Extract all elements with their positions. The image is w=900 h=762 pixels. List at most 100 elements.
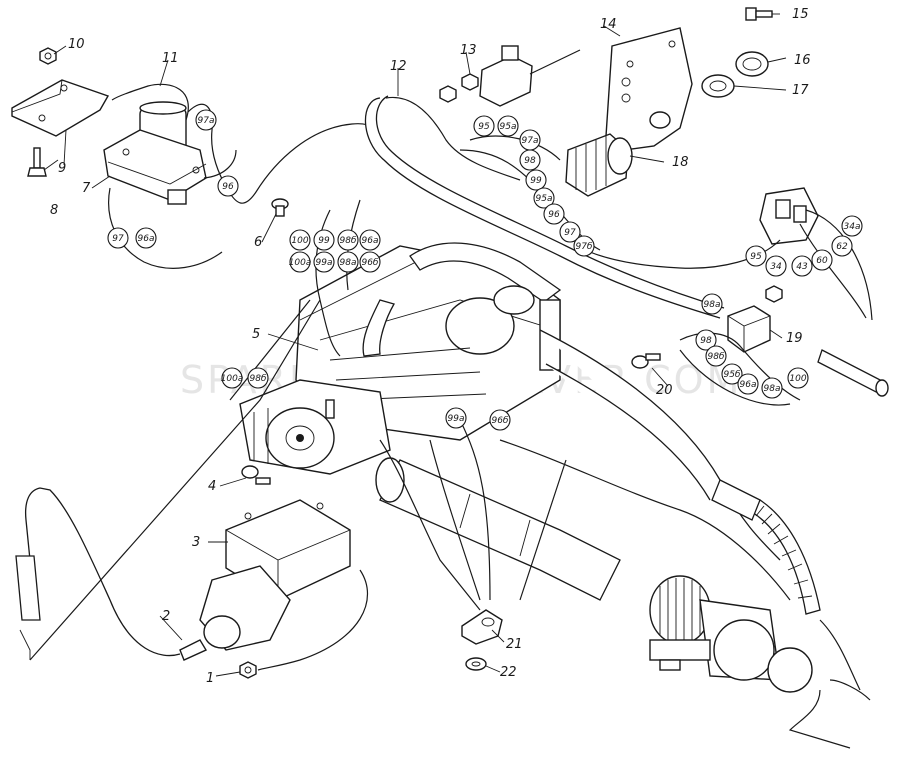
wire-marker: 96б (489, 409, 511, 431)
wire-marker: 95б (721, 363, 743, 385)
wire-marker-label: 96a (740, 380, 757, 390)
wire-lower-2 (429, 439, 481, 601)
wire-marker-circle (289, 251, 311, 273)
heater-cable (788, 689, 851, 749)
wire-marker: 98б (337, 229, 359, 251)
wire-marker: 98a (701, 293, 723, 315)
callout-1: 1 (206, 671, 214, 686)
wire-marker: 97a (519, 129, 541, 151)
part-14-plate (605, 27, 693, 151)
callout-12: 12 (390, 59, 407, 74)
callout-9: 9 (58, 161, 66, 176)
callout-19: 19 (786, 331, 803, 346)
callout-13: 13 (460, 43, 477, 58)
wire-marker-circle (737, 373, 759, 395)
harness-12-branch (385, 96, 521, 181)
part-13-switch (439, 45, 581, 107)
wire-marker-label: 96 (548, 210, 560, 220)
cable-2-plug-tip (19, 629, 31, 660)
wire-marker-circle (745, 245, 767, 267)
wire-marker-label: 98a (340, 258, 357, 268)
wire-marker-circle (761, 377, 783, 399)
wire-heater-right (819, 619, 861, 691)
part-1-nut (239, 661, 257, 679)
wire-marker-label: 96a (362, 236, 379, 246)
wire-marker-circle (337, 229, 359, 251)
wire-marker: 99 (313, 229, 335, 251)
wire-marker-label: 95a (500, 122, 517, 132)
wire-marker-label: 96a (138, 234, 155, 244)
cable-2 (24, 487, 181, 657)
wire-marker-label: 95 (750, 252, 762, 262)
wire-marker: 98 (519, 149, 541, 171)
wire-marker-circle (473, 115, 495, 137)
terminal-block-right (759, 187, 819, 245)
callout-10: 10 (68, 37, 85, 52)
wire-marker-label: 95б (723, 370, 740, 380)
wire-marker: 60 (811, 249, 833, 271)
wire-marker-circle (573, 235, 595, 257)
wire-marker-label: 98б (339, 236, 356, 246)
heater-assembly (649, 575, 813, 693)
wire-marker: 100a (221, 367, 243, 389)
wire-marker: 100a (289, 251, 312, 273)
wire-marker-label: 98a (704, 300, 721, 310)
wire-marker-label: 100 (789, 374, 806, 384)
wire-marker-circle (533, 187, 555, 209)
wire-marker: 99 (525, 169, 547, 191)
wire-marker-label: 60 (816, 256, 828, 266)
callout-5: 5 (252, 327, 260, 342)
wires-18b (469, 135, 561, 161)
wire-to-pump (229, 299, 311, 401)
sleeve-end (875, 379, 889, 397)
harness-top-left (315, 209, 341, 357)
part-18-connector (565, 133, 633, 197)
wire-marker-label: 97 (564, 228, 576, 238)
callout-18: 18 (672, 155, 689, 170)
part-20-bolt (631, 353, 661, 369)
wire-marker: 97б (573, 235, 595, 257)
callout-2: 2 (162, 609, 170, 624)
callout-22: 22 (500, 665, 517, 680)
wire-marker-label: 34 (770, 262, 782, 272)
part-9-bracket (11, 79, 110, 137)
wire-marker-label: 98б (249, 374, 266, 384)
wire-marker-label: 96б (361, 258, 378, 268)
wire-marker-circle (721, 363, 743, 385)
wire-marker: 100 (289, 229, 311, 251)
wire-marker-label: 99a (316, 258, 333, 268)
wire-marker-circle (791, 255, 813, 277)
callout-21: 21 (506, 637, 523, 652)
part-8-bolt (27, 147, 47, 177)
wires-right-2 (799, 223, 867, 319)
hose-clamp (711, 479, 761, 521)
wire-marker-label: 100a (289, 258, 312, 268)
callout-3: 3 (192, 535, 200, 550)
callout-6: 6 (254, 235, 262, 250)
wire-marker: 95 (745, 245, 767, 267)
wire-lower-3 (459, 419, 491, 601)
wire-marker-label: 97a (198, 116, 215, 126)
part-17-washer (701, 74, 735, 98)
wire-marker: 43 (791, 255, 813, 277)
wire-marker: 95a (533, 187, 555, 209)
wire-marker-circle (831, 235, 853, 257)
wire-marker: 95a (497, 115, 519, 137)
wire-marker-circle (247, 367, 269, 389)
wire-to-nut (257, 569, 369, 671)
wire-marker: 98a (761, 377, 783, 399)
part-21-clamp (461, 609, 503, 645)
wire-marker-label: 99 (530, 176, 542, 186)
wire-marker-circle (497, 115, 519, 137)
cable-97 (108, 187, 223, 269)
wire-marker-label: 98 (700, 336, 712, 346)
cable-2-plug (15, 555, 41, 621)
wire-marker-label: 98б (707, 352, 724, 362)
wire-marker-circle (217, 175, 239, 197)
wire-marker: 98 (695, 329, 717, 351)
wire-marker: 98a (337, 251, 359, 273)
cable-11 (111, 83, 189, 121)
wire-marker: 34 (765, 255, 787, 277)
wire-marker-circle (289, 229, 311, 251)
